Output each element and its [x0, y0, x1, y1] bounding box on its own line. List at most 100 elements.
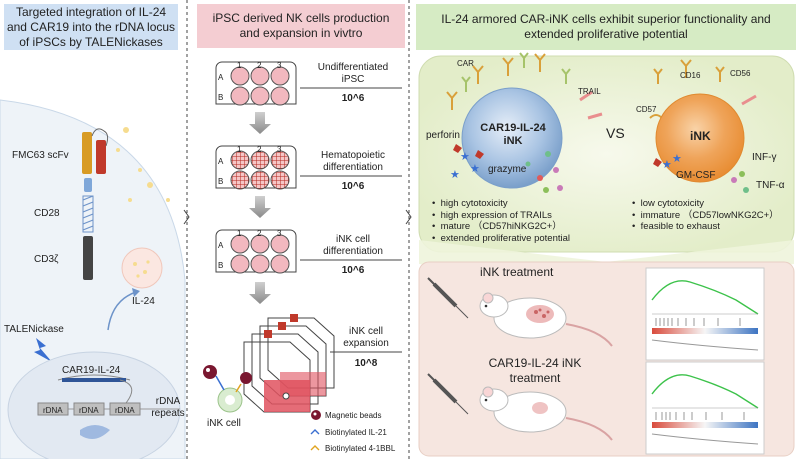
stage4-line1: iNK cell	[349, 326, 383, 337]
gsea-plot-2	[645, 361, 765, 455]
stage1-count: 10^6	[341, 93, 365, 104]
treatment-2-label: CAR19-IL-24 iNK treatment	[460, 356, 610, 386]
expansion-flasks	[243, 314, 335, 413]
rdna-repeats-line2: repeats	[151, 408, 185, 419]
plate1-col-1: 1	[237, 61, 242, 70]
arrow-down-3	[249, 282, 271, 304]
plate1-row-b: B	[218, 93, 224, 102]
fmc63-domain-1	[82, 132, 92, 174]
grazyme-label: grazyme	[488, 164, 527, 175]
svg-text:★: ★	[460, 150, 470, 163]
svg-text:★: ★	[450, 168, 460, 181]
stage2-label: Hematopoietic differentiation	[304, 150, 402, 174]
panel1-header: Targeted integration of IL-24 and CAR19 …	[4, 4, 178, 50]
svg-text:★: ★	[662, 158, 672, 171]
il24-label: IL-24	[132, 296, 155, 307]
left-bullet-1: • high cytotoxicity	[432, 198, 508, 209]
right-bullet-3: • feasible to exhaust	[632, 221, 720, 232]
cd16-label: CD16	[680, 71, 701, 80]
stage2-line2: differentiation	[323, 162, 383, 173]
stage2-count: 10^6	[341, 181, 365, 192]
rdna-repeats-label: rDNA repeats	[150, 396, 186, 420]
left-bullet-2: • high expression of TRAILs	[432, 209, 552, 221]
panel3-header-line1: IL-24 armored CAR-iNK cells exhibit supe…	[441, 12, 771, 26]
arrow-down-1	[249, 112, 271, 134]
right-bullet-1-text: low cytotoxicity	[640, 198, 704, 209]
il24-dots	[116, 127, 170, 202]
svg-text:★: ★	[470, 162, 480, 175]
arrow-il24	[107, 291, 137, 331]
plate2-row-b: B	[218, 177, 224, 186]
stars-left: ★ ★ ★	[450, 150, 480, 181]
insert-bar	[62, 378, 126, 382]
stage1-label: Undifferentiated iPSC	[304, 62, 402, 86]
plate1-row-a: A	[218, 73, 224, 82]
car-label: CAR	[457, 59, 474, 68]
left-bullet-1-text: high cytotoxicity	[440, 198, 508, 209]
rdna-repeats-line1: rDNA	[155, 396, 181, 407]
panel1-header-line2: and CAR19 into the rDNA locus	[6, 19, 176, 34]
infg-label: INF-γ	[752, 152, 777, 163]
plate-undifferentiated	[215, 61, 297, 106]
plate3-col-3: 3	[277, 229, 282, 238]
legend-beads: Magnetic beads	[325, 411, 382, 420]
vs-label: VS	[606, 125, 625, 141]
cd57-label: CD57	[636, 105, 657, 114]
rdna-2: rDNA	[79, 406, 99, 415]
left-bullet-4: • extended proliferative potential	[432, 232, 571, 244]
tnfa-label: TNF-α	[756, 180, 785, 191]
legend-41bbl-icon	[310, 445, 320, 451]
syringe-1	[427, 277, 469, 319]
plate3-col-1: 1	[237, 229, 242, 238]
mouse-2	[479, 386, 613, 441]
trail-receptors	[461, 52, 571, 92]
car-receptors	[446, 53, 546, 110]
car19il24-insert-label: CAR19-IL-24	[62, 365, 121, 376]
ink-cell-name: iNK	[690, 129, 711, 143]
ink-cell-label: iNK cell	[207, 418, 241, 429]
treatment-2-line2: treatment	[509, 371, 561, 385]
cd56-label: CD56	[730, 69, 751, 78]
panel2-header: iPSC derived NK cells production and exp…	[197, 4, 405, 48]
plate3-col-2: 2	[257, 229, 262, 238]
granules	[525, 151, 559, 181]
car-construct	[82, 128, 109, 280]
panel2-header-line2: and expansion in vivtro	[239, 26, 363, 40]
right-bullet-2: • immature （CD57lowNKG2C+）	[632, 209, 779, 221]
syringe-2	[427, 373, 469, 415]
panel2-header-line1: iPSC derived NK cells production	[212, 11, 390, 25]
stage1-line1: Undifferentiated	[317, 62, 389, 73]
cell1-line1: CAR19-IL-24	[480, 122, 546, 134]
perforin-label: perforin	[426, 130, 460, 141]
left-bullet-2-text: high expression of TRAILs	[440, 209, 552, 221]
panel3-header-bg	[416, 4, 796, 50]
legend-il21: Biotinylated IL-21	[325, 428, 387, 437]
stage3-line1: iNK cell	[336, 234, 370, 245]
plate2-col-2: 2	[257, 145, 262, 154]
cd28-label: CD28	[34, 208, 60, 219]
plate2-col-1: 1	[237, 145, 242, 154]
plate-ink-differentiation	[215, 229, 297, 274]
plate3-row-b: B	[218, 261, 224, 270]
panel1-header-line1: Targeted integration of IL-24	[15, 4, 167, 19]
left-bullets: • high cytotoxicity • high expression of…	[432, 198, 570, 244]
stage4-line2: expansion	[343, 338, 389, 349]
magnetic-bead	[203, 365, 217, 379]
rdna-3: rDNA	[115, 406, 135, 415]
legend-41bbl: Biotinylated 4-1BBL	[325, 444, 396, 453]
panel3-header: IL-24 armored CAR-iNK cells exhibit supe…	[416, 4, 796, 50]
plate-hematopoietic	[215, 145, 297, 190]
left-bullet-3: • mature （CD57hiNKG2C+）	[432, 221, 562, 232]
mouse-1	[479, 292, 613, 347]
il24-vesicle	[121, 247, 163, 289]
panel3-header-line2: extended proliferative potential	[524, 27, 688, 41]
plate1-col-3: 3	[277, 61, 282, 70]
dna-icon	[80, 425, 110, 439]
treatment-2-line1: CAR19-IL-24 iNK	[488, 356, 582, 370]
cd3z-label: CD3ζ	[34, 254, 59, 265]
stage4-label: iNK cell expansion	[330, 326, 402, 350]
svg-text:★: ★	[672, 152, 682, 165]
panel2-header-bg	[197, 4, 405, 48]
